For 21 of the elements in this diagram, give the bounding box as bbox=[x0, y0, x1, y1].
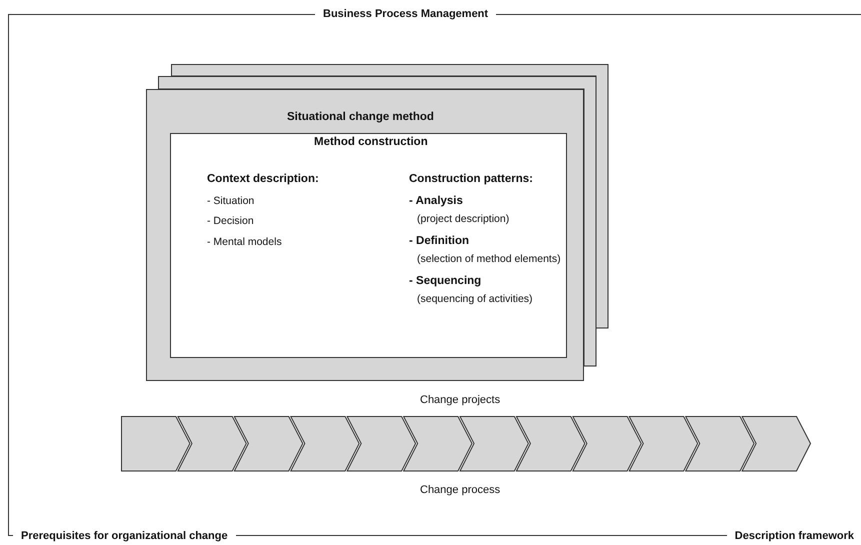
column-heading: Construction patterns: bbox=[409, 173, 533, 185]
list-item: - Definition bbox=[409, 235, 470, 247]
list-item: - Sequencing bbox=[409, 275, 482, 287]
list-item: - Analysis bbox=[409, 195, 463, 207]
item-note: (selection of method elements) bbox=[417, 253, 561, 265]
column-heading: Context description: bbox=[207, 173, 319, 185]
chevron-process-drawing bbox=[121, 416, 813, 472]
list-item: - Situation bbox=[207, 195, 254, 207]
construction-panel bbox=[170, 133, 567, 358]
stacked-card bbox=[171, 64, 608, 328]
list-item: - Mental models bbox=[207, 236, 282, 248]
list-item: - Decision bbox=[207, 215, 254, 227]
process-label: Change projects bbox=[420, 394, 500, 406]
frame-footer-label: Description framework bbox=[726, 529, 861, 543]
card-heading: Situational change method bbox=[287, 111, 434, 123]
process-label: Change process bbox=[420, 484, 500, 496]
item-note: (sequencing of activities) bbox=[417, 293, 533, 305]
item-note: (project description) bbox=[417, 213, 510, 225]
frame-title: Business Process Management bbox=[315, 7, 496, 21]
panel-heading: Method construction bbox=[314, 136, 428, 148]
frame-footer-label: Prerequisites for organizational change bbox=[13, 529, 236, 543]
